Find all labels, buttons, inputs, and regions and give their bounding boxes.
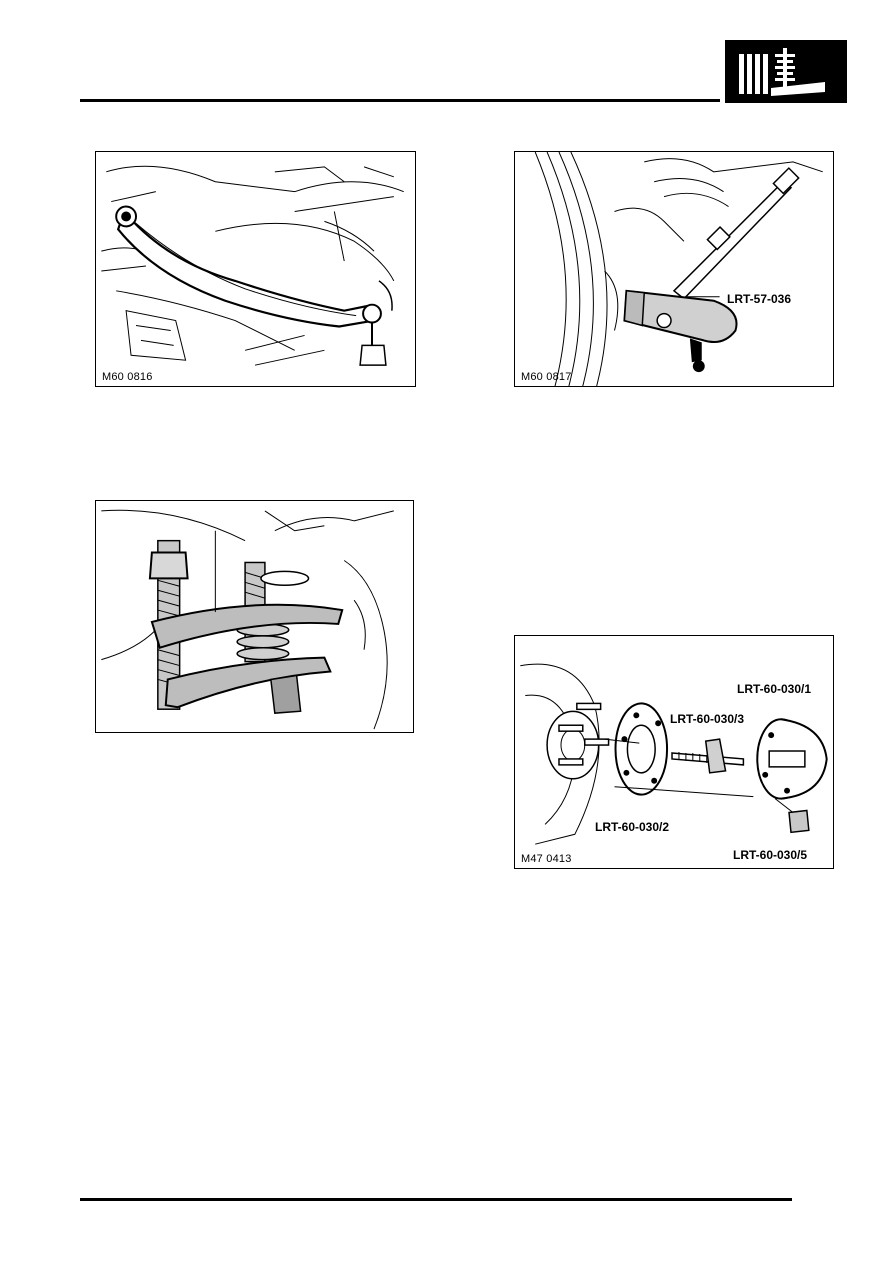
- upper-suspension-arm-illustration: [101, 165, 404, 366]
- figure-code: M60 0816: [102, 371, 153, 383]
- footer-rule: [80, 1198, 792, 1201]
- figure-code: M47 0413: [521, 853, 572, 865]
- ball-joint-splitter-illustration: [534, 152, 823, 386]
- figure-hub-puller: LRT-60-030/1 LRT-60-030/3 LRT-60-030/2 L…: [514, 635, 834, 869]
- figure-code: M60 0817: [521, 371, 572, 383]
- tool-callout-label: LRT-60-030/3: [670, 712, 745, 726]
- figure-spring-compressor: [95, 500, 414, 733]
- figure-ball-joint-splitter: LRT-57-036 M60 0817: [514, 151, 834, 387]
- tool-callout-label: LRT-57-036: [727, 292, 792, 306]
- spring-compressor-illustration: [101, 509, 394, 730]
- tool-callout-label: LRT-60-030/2: [595, 820, 670, 834]
- tool-callout-label: LRT-60-030/1: [737, 682, 812, 696]
- header-rule: [80, 99, 720, 102]
- figure-upper-arm: M60 0816: [95, 151, 416, 387]
- suspension-spring-icon: [725, 40, 847, 103]
- hub-puller-exploded-illustration: [520, 663, 828, 845]
- tool-callout-label: LRT-60-030/5: [733, 848, 808, 862]
